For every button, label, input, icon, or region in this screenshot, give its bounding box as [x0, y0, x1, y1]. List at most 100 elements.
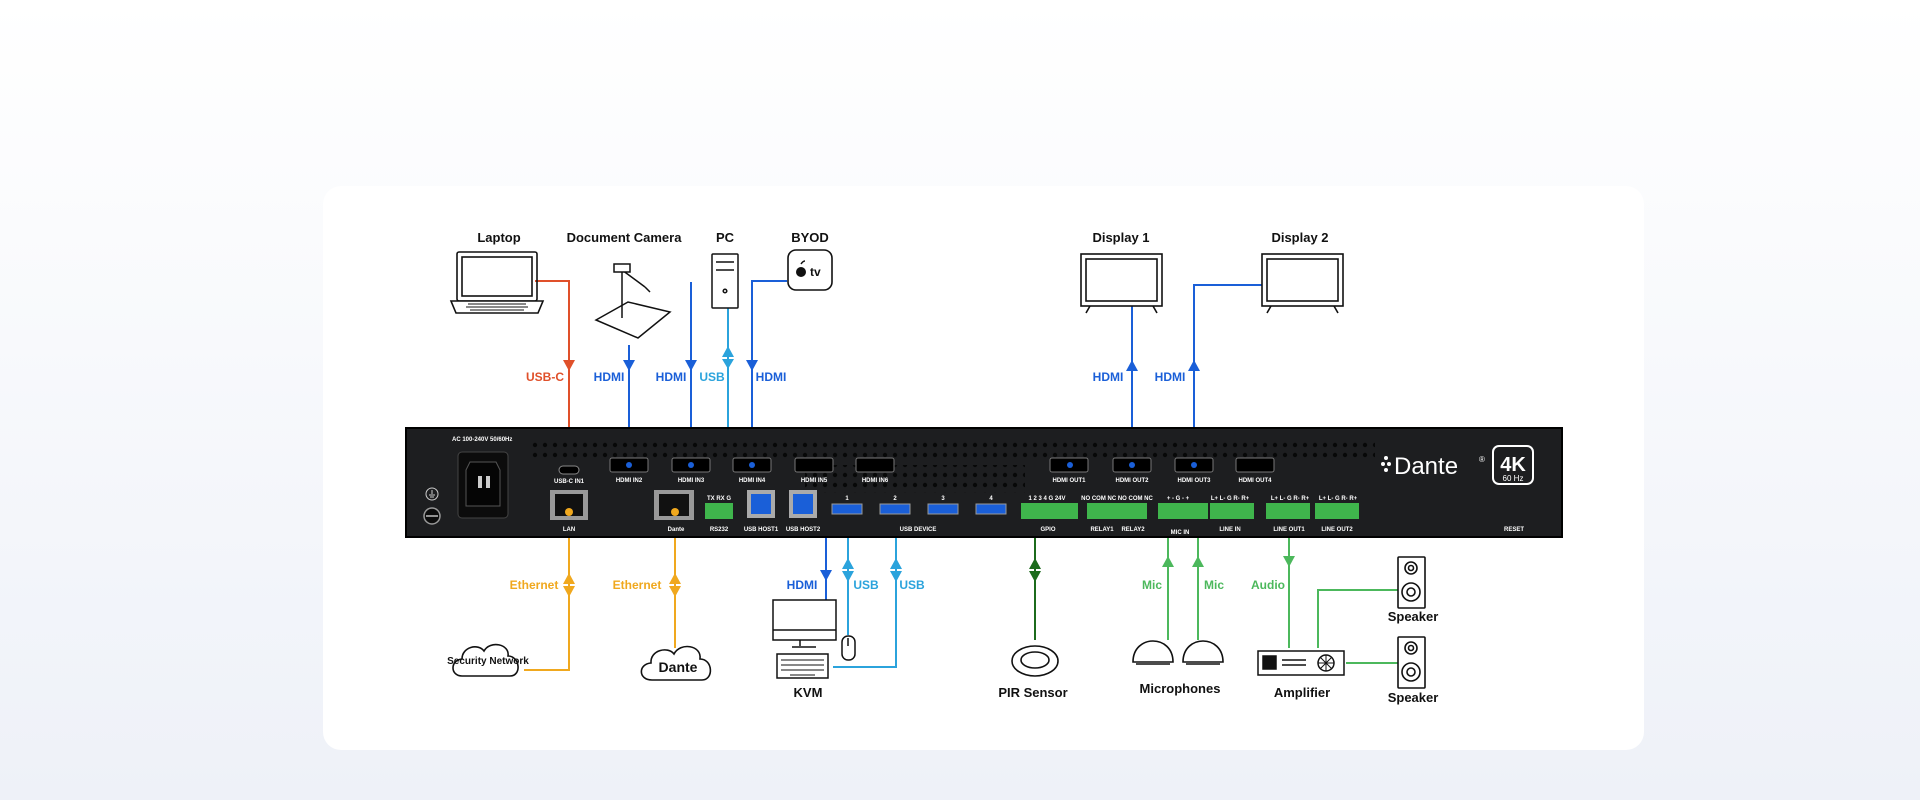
relay-pins-label: NO COM NC NO COM NC [1081, 496, 1153, 502]
rs232-label: RS232 [710, 527, 729, 533]
hdmi-pc-arrow [685, 360, 697, 371]
line-out2-label: LINE OUT2 [1321, 527, 1353, 533]
display2-label: Display 2 [1271, 230, 1328, 245]
hdmi-display1-label: HDMI [1093, 370, 1124, 384]
hdmi-pc-label: HDMI [656, 370, 687, 384]
device-rear-panel [405, 427, 1563, 538]
speaker-top-label: Speaker [1388, 609, 1439, 624]
gpio-pins-label: 1 2 3 4 G 24V [1028, 496, 1065, 502]
ethernet-dante-label: Ethernet [613, 578, 662, 592]
reset-label: RESET [1504, 527, 1524, 533]
ethernet-dante-arrow [669, 573, 681, 597]
line-out2-pins-label: L+ L- G R- R+ [1319, 496, 1358, 502]
hdmi-byod-cable [751, 280, 787, 462]
kvm-label: KVM [794, 685, 823, 700]
usb-host1-label: USB HOST1 [744, 527, 779, 533]
mic2-arrow [1192, 556, 1204, 567]
mic1-label: Mic [1142, 578, 1162, 592]
hdmi-display2-cable [1193, 284, 1262, 463]
usb-host2-label: USB HOST2 [786, 527, 821, 533]
dante-logo-icon [1381, 456, 1391, 472]
usb-device-3-label: 3 [941, 496, 945, 502]
ethernet-lan-label: Ethernet [510, 578, 559, 592]
line-out1-label: LINE OUT1 [1273, 527, 1305, 533]
usb-device-2-label: 2 [893, 496, 897, 502]
dante-cloud-label: Dante [659, 659, 698, 675]
hdmi-doc-label: HDMI [594, 370, 625, 384]
speaker-top-icon [1397, 556, 1426, 609]
power-inlet [457, 451, 509, 519]
usb-device-ports [831, 503, 1007, 515]
gpio-label: GPIO [1040, 527, 1055, 533]
audio-label: Audio [1251, 578, 1285, 592]
mic-in-terminal [1158, 503, 1208, 519]
display2-icon [1261, 253, 1344, 314]
usb-kvm2-arrow [890, 558, 902, 582]
pir-sensor-icon [1011, 645, 1059, 677]
rs232-pins-label: TX RX G [707, 496, 731, 502]
hdmi-display1-arrow [1126, 360, 1138, 371]
gpio-arrow [1029, 558, 1041, 582]
usbc-arrow [563, 360, 575, 371]
dante-port-label: Dante [668, 527, 685, 533]
lan-label: LAN [563, 527, 575, 533]
document-camera-icon [594, 263, 672, 339]
hdmi-out2-label: HDMI OUT2 [1116, 478, 1150, 484]
usb-device-1-label: 1 [845, 496, 849, 502]
laptop-icon [449, 251, 545, 314]
hdmi-kvm-label: HDMI [787, 578, 818, 592]
speaker-top-cable [1317, 589, 1408, 648]
usb-pc-label: USB [699, 370, 725, 384]
mic-pins-label: + - G - + [1167, 496, 1190, 502]
hdmi-out1-label: HDMI OUT1 [1053, 478, 1087, 484]
usb-device-4-label: 4 [989, 496, 993, 502]
pc-tower-icon [711, 253, 739, 309]
power-label: AC 100-240V 50/60Hz [452, 437, 512, 443]
hdmi-out-connectors [1067, 462, 1197, 468]
ground-screw-icon [423, 487, 441, 525]
hdmi-in6-label: HDMI IN6 [862, 478, 889, 484]
connection-labels: USB-C HDMI HDMI USB HDMI HDMI HDMI Ether… [510, 370, 1285, 592]
byod-label: BYOD [791, 230, 829, 245]
gpio-terminal [1021, 503, 1078, 519]
usb-kvm1-arrow [842, 558, 854, 582]
line-out1-pins-label: L+ L- G R- R+ [1271, 496, 1310, 502]
line-in-label: LINE IN [1219, 527, 1240, 533]
line-out1-terminal [1266, 503, 1310, 519]
usbc-in1-label: USB-C IN1 [554, 479, 585, 485]
speaker-bottom-label: Speaker [1388, 690, 1439, 705]
apple-tv-logo-text: tv [810, 265, 821, 279]
microphones-label: Microphones [1140, 681, 1221, 696]
pc-label: PC [716, 230, 735, 245]
lan-port [550, 490, 588, 520]
mic-in-label: MIC IN [1171, 530, 1190, 536]
hdmi-byod-arrow [746, 360, 758, 371]
hdmi-in4-label: HDMI IN4 [739, 478, 766, 484]
hdmi-in-connectors [626, 462, 755, 468]
laptop-label: Laptop [477, 230, 520, 245]
rs232-terminal [705, 503, 733, 519]
hdmi-doc-arrow [623, 360, 635, 371]
hdmi-in3-label: HDMI IN3 [678, 478, 705, 484]
apple-tv-icon [787, 249, 833, 291]
line-out2-terminal [1315, 503, 1359, 519]
relay1-label: RELAY1 [1090, 527, 1114, 533]
display1-label: Display 1 [1092, 230, 1149, 245]
amplifier-icon [1257, 650, 1345, 676]
dante-ethernet-port [654, 490, 694, 520]
hdmi-kvm-arrow [820, 570, 832, 581]
pir-sensor-label: PIR Sensor [998, 685, 1067, 700]
hdmi-in-ports [609, 457, 895, 473]
mic1-arrow [1162, 556, 1174, 567]
relay-terminal [1087, 503, 1147, 519]
brand-name: Dante [1394, 453, 1458, 480]
brand-registered: ® [1479, 455, 1485, 464]
security-network-label: Security Network [447, 656, 529, 667]
display1-icon [1080, 253, 1163, 314]
usb-kvm1-label: USB [853, 578, 879, 592]
usbc-label: USB-C [526, 370, 564, 384]
speaker-bottom-icon [1397, 636, 1426, 689]
microphones-icon [1132, 640, 1224, 665]
hdmi-out4-label: HDMI OUT4 [1239, 478, 1273, 484]
